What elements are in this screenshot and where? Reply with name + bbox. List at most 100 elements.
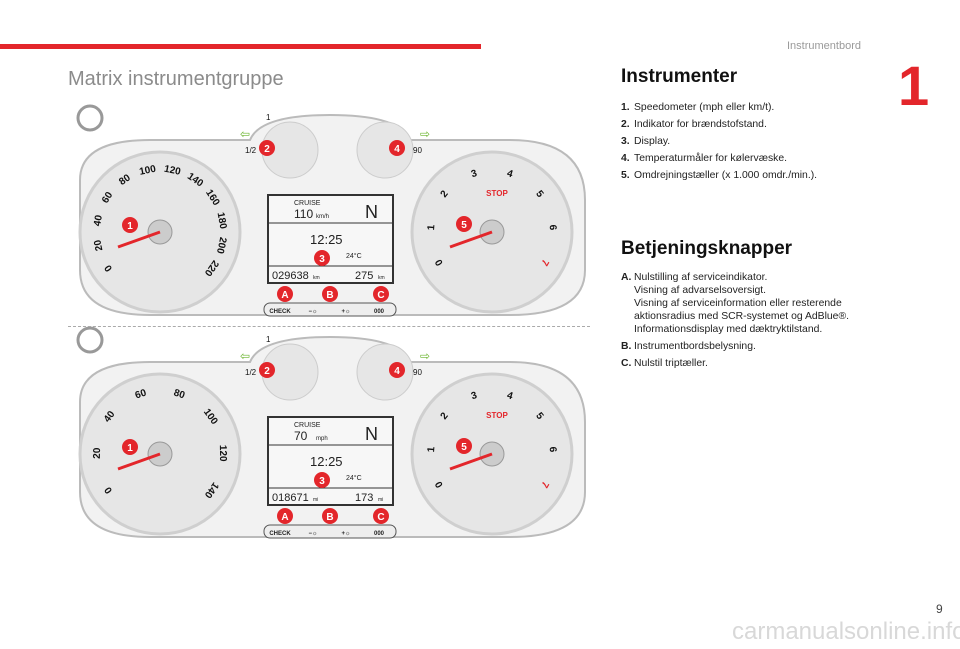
page-title: Matrix instrumentgruppe — [68, 68, 284, 90]
callout-b — [322, 508, 338, 524]
speed-tick-label: 80 — [172, 388, 186, 402]
cluster-button-2[interactable]: +☼ — [341, 309, 350, 315]
instrument-item: 5.Omdrejningstæller (x 1.000 omdr./min.)… — [621, 169, 901, 182]
callout-5 — [456, 216, 472, 232]
section-title: Instrumentbord — [787, 40, 861, 52]
odo-unit: km — [313, 275, 320, 281]
callout-3-label: 3 — [319, 254, 325, 265]
instrument-item: 1. Speedometer (mph eller km/t). — [621, 101, 901, 114]
controls-heading: Betjeningsknapper — [621, 238, 793, 259]
callout-2-label: 2 — [264, 366, 270, 377]
item-key: 1. — [621, 102, 630, 113]
item-text: Instrumentbordsbelysning. — [634, 340, 756, 353]
right-indicator-icon: ⇨ — [420, 349, 430, 363]
callout-2 — [259, 362, 275, 378]
button-strip — [263, 302, 397, 317]
speed-tick-label: 100 — [138, 164, 157, 178]
tach-tick-label: 5 — [533, 411, 545, 423]
speed-needle — [117, 230, 161, 249]
callout-2-label: 2 — [264, 144, 270, 155]
stop-label: STOP — [486, 189, 508, 198]
instruments-list: 1.Speedometer (mph eller km/t).2.Indikat… — [621, 101, 901, 186]
callout-b — [322, 286, 338, 302]
controls-list: A.Nulstilling af serviceindikator.Visnin… — [621, 271, 901, 374]
header-rule — [0, 44, 481, 49]
cluster-button-3[interactable]: 000 — [374, 309, 385, 315]
callout-1 — [122, 217, 138, 233]
right-indicator-icon: ⇨ — [420, 127, 430, 141]
item-key: 5. — [621, 170, 630, 181]
callout-4 — [389, 362, 405, 378]
cruise-label: CRUISE — [294, 200, 321, 207]
item-key: 4. — [621, 153, 630, 164]
tach-needle — [449, 452, 493, 471]
instrument-item: 3. Display. — [621, 135, 901, 148]
speed-tick-label: 0 — [102, 484, 114, 495]
item-line: Visning af advarselsoversigt. — [634, 285, 767, 296]
temperature-gauge — [356, 343, 414, 401]
tach-tick-label: 1 — [426, 224, 437, 231]
speed-tick-label: 180 — [215, 211, 229, 230]
callout-1-label: 1 — [127, 443, 133, 454]
tach-tick-label: 7 — [538, 479, 551, 490]
control-item: B.Instrumentbordsbelysning. — [621, 340, 901, 353]
fuel-half-label: 1/2 — [245, 368, 257, 377]
item-key: A. — [621, 272, 632, 283]
cluster-button-2[interactable]: +☼ — [341, 531, 350, 537]
outside-temp: 24°C — [346, 252, 362, 260]
callout-5-label: 5 — [461, 442, 467, 453]
item-text: Display. — [634, 136, 671, 147]
item-key: B. — [621, 341, 632, 352]
callout-c-label: C — [377, 290, 384, 301]
instruments-heading: Instrumenter — [621, 66, 738, 87]
tach-tick-label: 0 — [433, 479, 446, 490]
tach-tick-label: 3 — [470, 390, 479, 402]
callout-2 — [259, 140, 275, 156]
item-text: Nulstilling af serviceindikator.Visning … — [634, 271, 901, 336]
tach-tick-label: 6 — [547, 224, 558, 231]
tach-tick-label: 7 — [538, 257, 551, 268]
page-number: 9 — [936, 602, 943, 616]
divider — [68, 326, 590, 327]
item-key: C. — [621, 358, 632, 369]
item-text: Nulstil triptæller. — [634, 357, 708, 370]
tach-tick-label: 6 — [547, 446, 558, 453]
outside-temp: 24°C — [346, 474, 362, 482]
callout-5-label: 5 — [461, 220, 467, 231]
cluster-button-0[interactable]: CHECK — [269, 531, 291, 537]
speed-tick-label: 120 — [163, 164, 182, 178]
tach-tick-label: 3 — [470, 168, 479, 180]
item-key: 3. — [621, 136, 630, 147]
cluster-button-3[interactable]: 000 — [374, 531, 385, 537]
item-text: Speedometer (mph eller km/t). — [634, 102, 775, 113]
fuel-full-label: 1 — [266, 335, 271, 344]
watermark: carmanualsonline.info — [732, 618, 960, 645]
steering-wheel-icon — [76, 326, 104, 354]
callout-c — [373, 286, 389, 302]
range: 275 — [355, 270, 373, 282]
cluster-button-0[interactable]: CHECK — [269, 309, 291, 315]
lcd-display — [267, 416, 394, 506]
callout-a — [277, 286, 293, 302]
tach-tick-label: 2 — [439, 188, 451, 200]
temp-label: 90 — [413, 146, 422, 155]
range-unit: mi — [378, 497, 383, 503]
temperature-gauge — [356, 121, 414, 179]
item-line: Informationsdisplay med dæktryktilstand. — [634, 324, 823, 335]
cluster-button-1[interactable]: −☼ — [308, 309, 317, 315]
range-unit: km — [378, 275, 385, 281]
callout-4-label: 4 — [394, 366, 400, 377]
callout-c — [373, 508, 389, 524]
lcd-display — [267, 194, 394, 284]
tach-tick-label: 5 — [533, 189, 545, 201]
callout-a-label: A — [281, 290, 288, 301]
speed-tick-label: 200 — [214, 236, 228, 255]
speed-unit: km/h — [316, 214, 329, 220]
cluster-button-1[interactable]: −☼ — [308, 531, 317, 537]
odo-unit: mi — [313, 497, 318, 503]
fuel-half-label: 1/2 — [245, 146, 257, 155]
item-line: Instrumentbordsbelysning. — [634, 341, 756, 352]
